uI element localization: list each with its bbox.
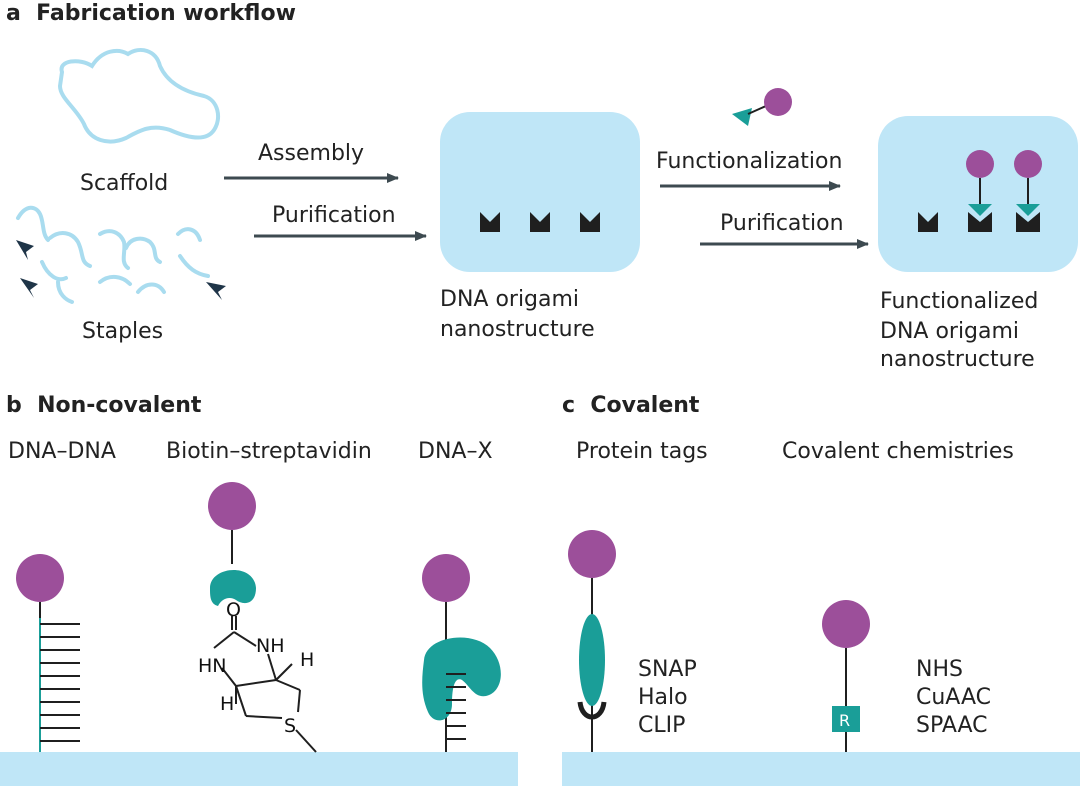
purification-label-2: Purification [720, 211, 844, 236]
surface-c [562, 752, 1080, 786]
dna-x-construct [422, 554, 501, 752]
x-binder-shape [422, 637, 501, 721]
staple-strands [16, 205, 210, 304]
biotin-nh: NH [256, 635, 285, 657]
functionalization-label: Functionalization [656, 149, 842, 174]
functionalized-nanostructure [878, 116, 1078, 272]
biotin-h1: H [300, 649, 314, 671]
chem-cuaac: CuAAC [916, 685, 991, 710]
protein-tags-label: Protein tags [576, 439, 708, 464]
covalent-chemistries-label: Covalent chemistries [782, 439, 1014, 464]
origami-label-line2: nanostructure [440, 317, 595, 342]
scaffold-label: Scaffold [80, 171, 168, 196]
reactive-group-box [832, 706, 860, 732]
functionalized-label-line2: DNA origami [880, 319, 1019, 344]
reactive-group-label: R [839, 711, 850, 730]
biotin-h2: H [220, 693, 234, 715]
functionalized-label-line3: nanostructure [880, 347, 1035, 372]
staple-marker-2 [20, 278, 38, 298]
protein-tag-construct [568, 530, 616, 752]
chem-nhs: NHS [916, 657, 963, 682]
biotin-streptavidin-construct: O NH HN H H S [198, 482, 317, 753]
staple-marker-3 [206, 282, 226, 300]
panel-b-header: b Non-covalent [6, 393, 202, 418]
free-linker-line [747, 105, 767, 115]
streptavidin-shape [210, 569, 256, 606]
tag-halo: Halo [638, 685, 688, 710]
attached-cargo-1 [966, 150, 994, 232]
dna-dna-label: DNA–DNA [8, 439, 116, 464]
biotin-streptavidin-label: Biotin–streptavidin [166, 439, 372, 464]
free-linker-wedge [732, 108, 752, 126]
covalent-chemistry-construct: R [822, 600, 870, 752]
biotin-hn: HN [198, 655, 227, 677]
tag-snap: SNAP [638, 657, 697, 682]
handle-site-1 [480, 212, 500, 232]
origami-label-line1: DNA origami [440, 287, 579, 312]
scaffold-strand [57, 48, 221, 144]
free-cargo-circle [764, 88, 792, 116]
attached-cargo-2 [1014, 150, 1042, 232]
tag-clip: CLIP [638, 713, 685, 738]
functionalized-label-line1: Functionalized [880, 289, 1038, 314]
biotin-s: S [284, 715, 296, 737]
purification-label-1: Purification [272, 203, 396, 228]
handle-site-2 [530, 212, 550, 232]
staple-marker-1 [16, 240, 34, 260]
staples-label: Staples [82, 319, 163, 344]
assembly-label: Assembly [258, 141, 364, 166]
dna-dna-construct [16, 554, 80, 752]
chem-spaac: SPAAC [916, 713, 988, 738]
handle-site-3 [580, 212, 600, 232]
empty-handle-site [918, 212, 938, 232]
dna-x-label: DNA–X [418, 439, 493, 464]
origami-nanostructure [440, 112, 640, 272]
biotin-o: O [226, 599, 241, 621]
panel-c-header: c Covalent [562, 393, 700, 418]
panel-a-header: a Fabrication workflow [6, 1, 296, 26]
surface-b [0, 752, 518, 786]
